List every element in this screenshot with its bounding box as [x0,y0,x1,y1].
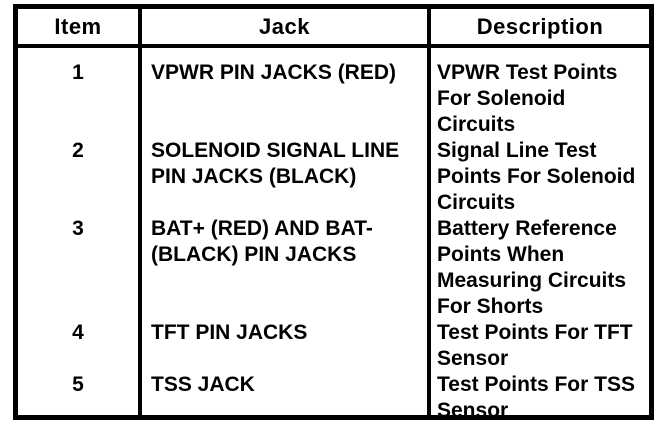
jack-cell: VPWR PIN JACKS (RED) [138,46,429,138]
description-cell: Battery Reference Points When Measuring … [427,216,649,320]
description-cell: Signal Line Test Points For Solenoid Cir… [427,138,649,216]
jack-cell: TFT PIN JACKS [138,320,429,372]
description-cell: VPWR Test Points For Solenoid Circuits [427,46,649,138]
table-row: 5 TSS JACK Test Points For TSS Sensor [18,372,649,415]
item-number-cell: 2 [72,139,84,162]
jack-cell: TSS JACK [138,372,429,415]
jack-description-table: Item Jack Description 1 VPWR PIN JACKS (… [18,9,649,415]
table-row: 1 VPWR PIN JACKS (RED) VPWR Test Points … [18,46,649,138]
table-row: 3 BAT+ (RED) AND BAT- (BLACK) PIN JACKS … [18,216,649,320]
item-number-cell: 3 [72,217,84,240]
column-header-jack: Jack [138,9,429,48]
column-header-item: Item [18,9,140,48]
description-cell: Test Points For TFT Sensor [427,320,649,372]
jack-cell: SOLENOID SIGNAL LINE PIN JACKS (BLACK) [138,138,429,216]
description-cell: Test Points For TSS Sensor [427,372,649,415]
item-number-cell: 1 [72,61,84,84]
table-row: 4 TFT PIN JACKS Test Points For TFT Sens… [18,320,649,372]
table-row: 2 SOLENOID SIGNAL LINE PIN JACKS (BLACK)… [18,138,649,216]
header-row: Item Jack Description [18,9,649,48]
item-number-cell: 4 [72,321,84,344]
item-number-cell: 5 [72,373,84,396]
jack-description-table-frame: Item Jack Description 1 VPWR PIN JACKS (… [13,4,654,420]
column-header-description: Description [427,9,649,48]
jack-cell: BAT+ (RED) AND BAT- (BLACK) PIN JACKS [138,216,429,320]
